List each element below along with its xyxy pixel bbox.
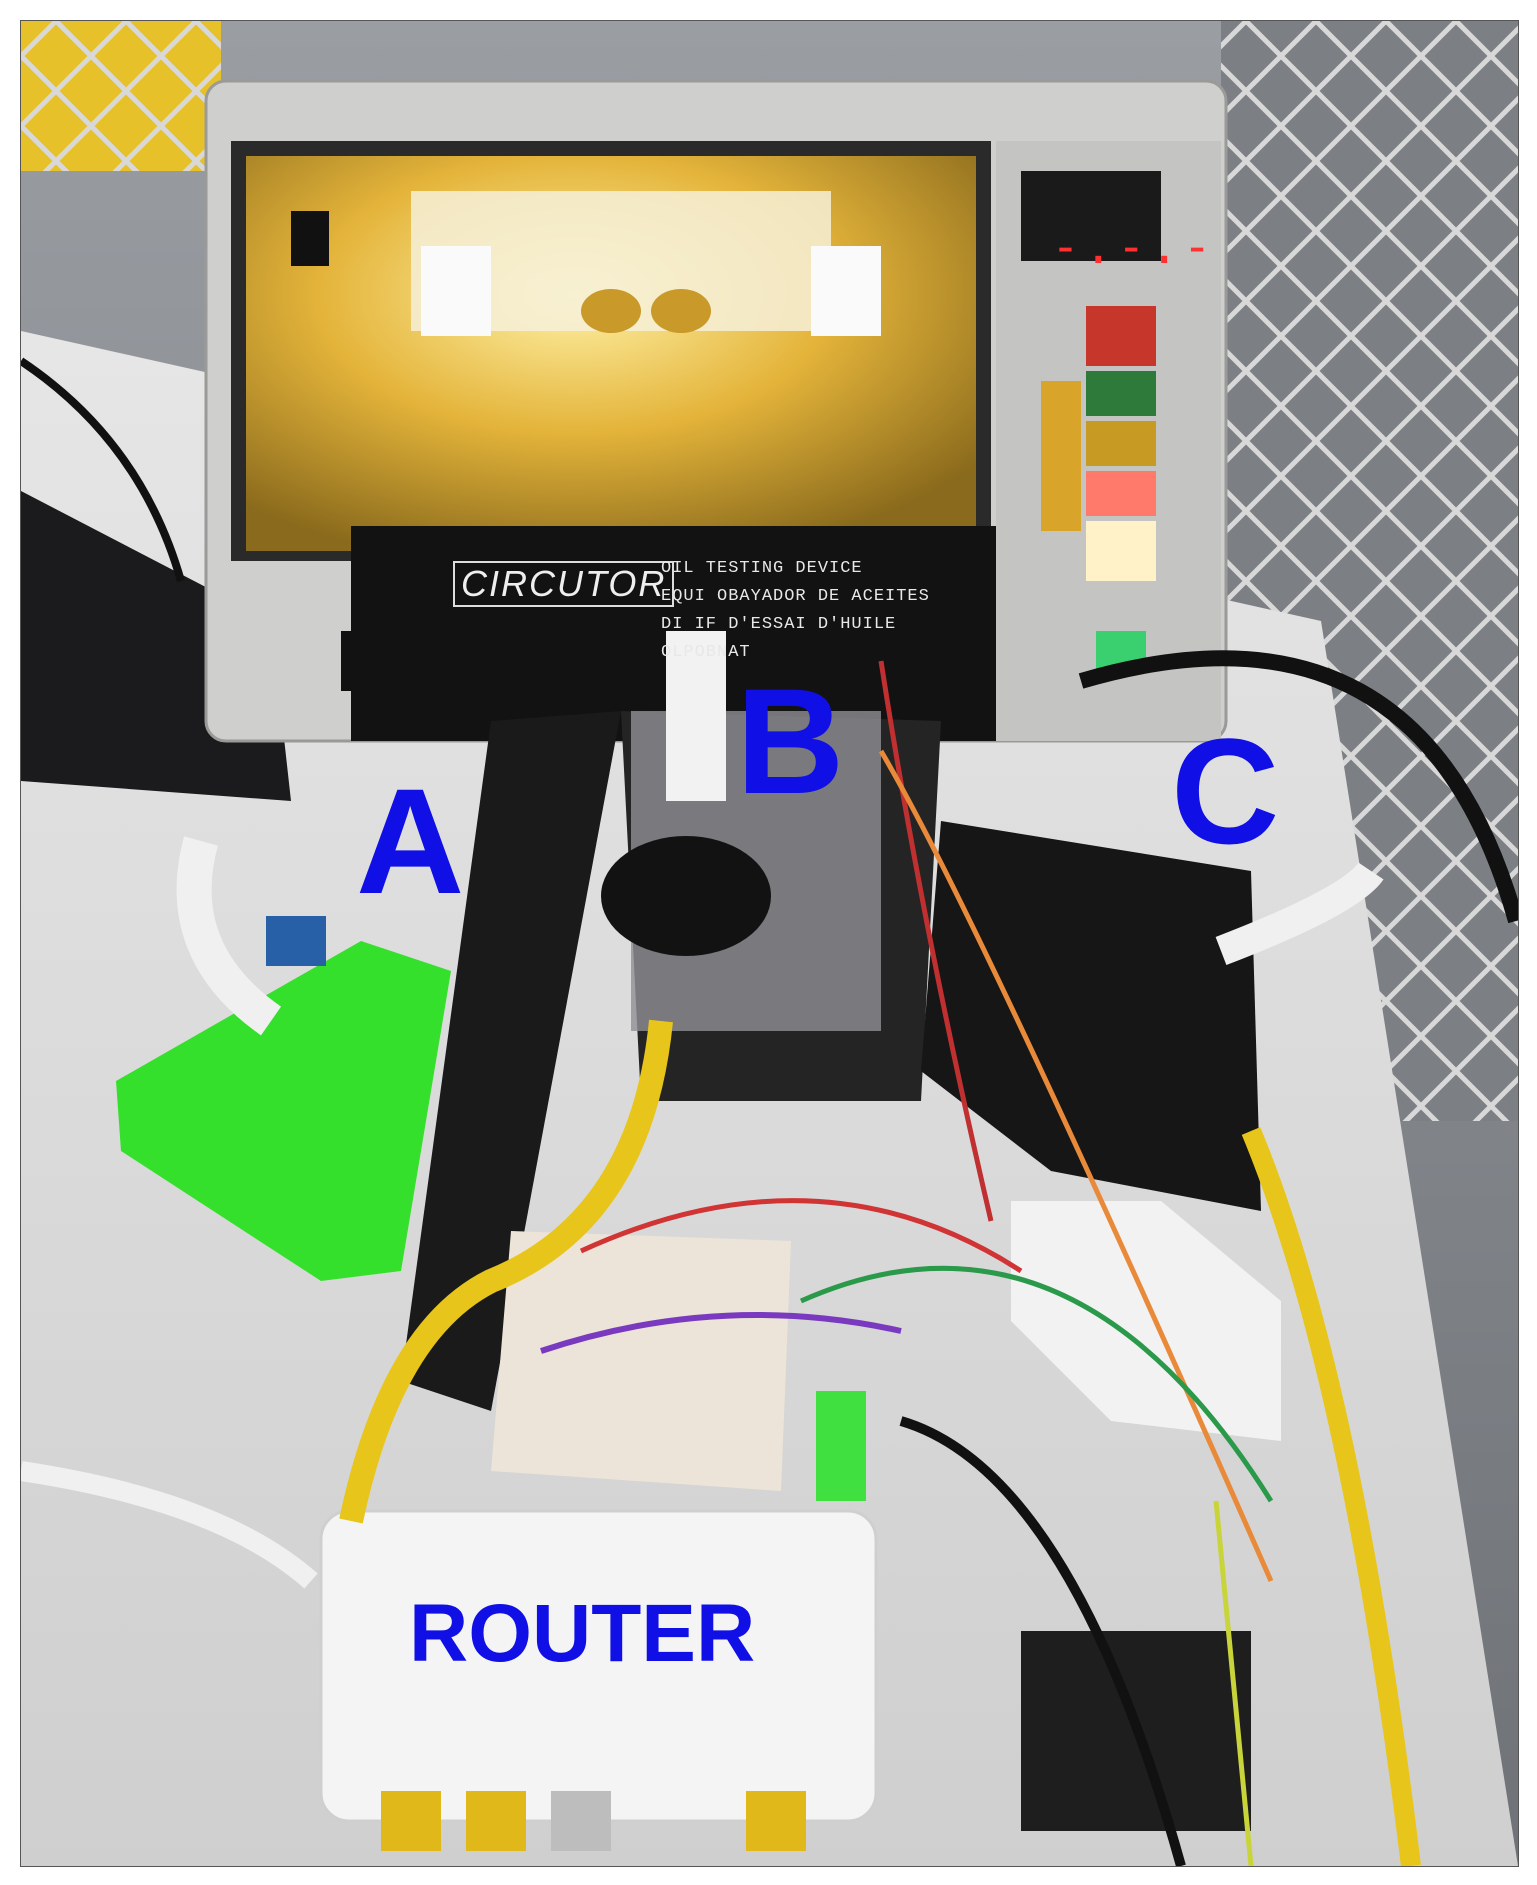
indicator-column [1041,381,1081,531]
green-case-a [116,941,451,1281]
device-label-line-1: OIL TESTING DEVICE [661,559,863,578]
label-a: A [356,757,465,925]
pause-button [1086,421,1156,466]
yellow-ethernet-cable [339,1019,673,1524]
device-brand: CIRCUTOR [453,561,675,607]
lit-red-button [1086,471,1156,516]
label-c: C [1171,707,1280,875]
stop-button [1086,306,1156,366]
device-label-line-2: EQUI OBAYADOR DE ACEITES [661,587,930,606]
lab-setup-photo [21,21,1518,1866]
digital-display [1021,171,1161,261]
device-label-line-3: DI IF D'ESSAI D'HUILE [661,615,897,634]
pi-b-fan [601,836,771,956]
router-port-1 [381,1791,441,1851]
latch-top [291,211,329,266]
device-label-line-4: OLPOBNAT [661,643,751,662]
camera-module-a [266,916,326,966]
label-b: B [736,657,845,825]
ribbon-cable-a [176,836,282,1036]
green-tag [816,1391,866,1501]
device-c [921,821,1261,1211]
lit-white-button [1086,521,1156,581]
router-port-3 [551,1791,611,1851]
ribbon-cable-b [666,631,726,801]
start-button [1086,371,1156,416]
annotated-photo: CIRCUTOR OIL TESTING DEVICE EQUI OBAYADO… [20,20,1519,1867]
label-router: ROUTER [409,1588,756,1679]
router-port-4 [746,1791,806,1851]
electrode-holder-left [421,246,491,336]
display-readout: -.-.- [1051,219,1216,275]
power-adapter [1011,1201,1281,1441]
router-port-2 [466,1791,526,1851]
electrode-holder-right [811,246,881,336]
breadboard [491,1231,791,1491]
ribbon-cable-c [1215,861,1384,965]
stand-rail-left [401,711,621,1411]
